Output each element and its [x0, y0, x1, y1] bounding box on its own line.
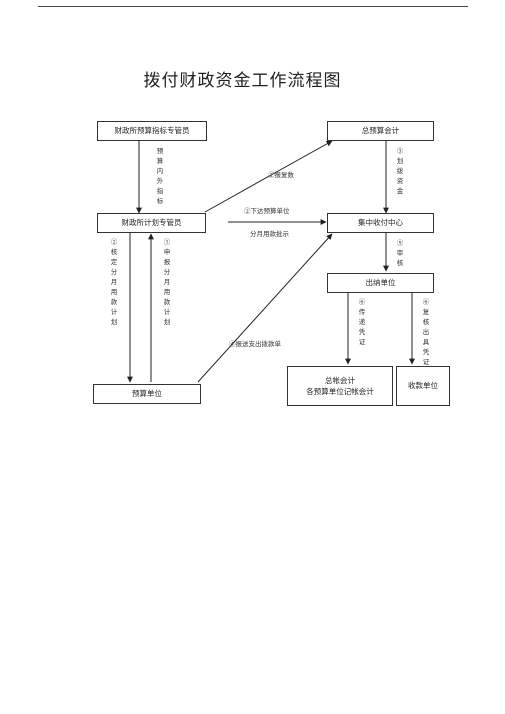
edge-label-step4-submit: ④报送支出拨款单 — [229, 340, 281, 348]
node-cashier-unit-label: 出纳单位 — [365, 278, 396, 288]
node-plan-manager: 财政所计划专管员 — [97, 213, 206, 233]
arrow-unit-to-central — [197, 233, 333, 383]
edge-label-step1-apply: ①申报分月用款计划 — [163, 238, 171, 326]
node-receiving-unit-label: 收款单位 — [408, 381, 438, 391]
edge-label-step2-approve: ②核定分月用款计划 — [110, 238, 118, 326]
node-receiving-unit: 收款单位 — [396, 366, 450, 406]
arrow-plan-to-chief — [204, 140, 333, 213]
page-title: 拨付财政资金工作流程图 — [143, 71, 342, 91]
edge-label-step2-report: ②报复数 — [268, 171, 294, 179]
node-general-accountant: 总帐会计 各预算单位记帐会计 — [287, 366, 393, 406]
edge-label-step6-reissue: ⑥复核出具凭证 — [422, 298, 430, 366]
node-cashier-unit: 出纳单位 — [327, 273, 434, 293]
node-chief-accountant: 总预算会计 — [327, 121, 434, 141]
node-central-payment: 集中收付中心 — [327, 213, 434, 233]
edge-label-step2-notify-line2: 分月用款批示 — [250, 230, 289, 238]
edge-label-step3-allocate: ③划拨资金 — [396, 147, 404, 195]
node-general-accountant-line1: 总帐会计 — [325, 375, 355, 385]
node-chief-accountant-label: 总预算会计 — [361, 126, 400, 136]
node-central-payment-label: 集中收付中心 — [358, 218, 403, 228]
edge-label-budget-internal-external: 预算内外指标 — [156, 147, 164, 205]
header-rule — [38, 6, 468, 7]
node-general-accountant-line2: 各预算单位记帐会计 — [306, 387, 374, 396]
node-budget-manager-label: 财政所预算指标专管员 — [114, 126, 190, 136]
node-plan-manager-label: 财政所计划专管员 — [121, 218, 182, 228]
edge-label-step2-notify-line1: ②下达预算单位 — [244, 207, 290, 215]
edge-label-step6-voucher: ⑥传递凭证 — [358, 298, 366, 346]
node-budget-manager: 财政所预算指标专管员 — [97, 121, 207, 141]
node-budget-unit: 预算单位 — [93, 384, 201, 404]
edge-label-step5-review: ⑤审核 — [396, 239, 404, 267]
node-budget-unit-label: 预算单位 — [132, 389, 162, 399]
